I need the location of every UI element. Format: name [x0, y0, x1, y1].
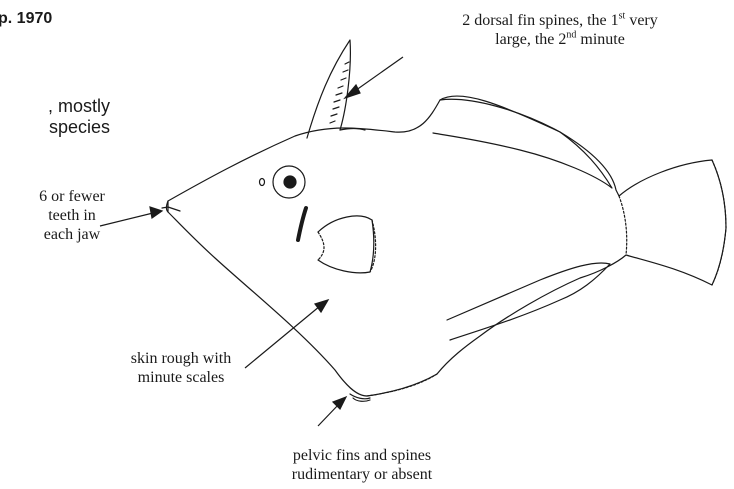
caudal-fin-edge [712, 160, 726, 285]
skin-label: skin rough with minute scales [100, 349, 262, 387]
nostril [260, 179, 265, 186]
dorsal-label-line2-text: large, the 2 [495, 31, 566, 48]
pectoral-fin-base [318, 232, 324, 260]
dorsal-label-line1-tail: very [625, 12, 657, 29]
second-dorsal-fin [433, 99, 612, 188]
dorsal-spine-serration [330, 62, 349, 123]
pelvic-label-line2: rudimentary or absent [262, 465, 462, 484]
pelvic-label-line1: pelvic fins and spines [262, 446, 462, 465]
skin-label-line2: minute scales [100, 368, 262, 387]
dorsal-label-line2-tail: minute [576, 31, 624, 48]
pectoral-fin [318, 216, 374, 273]
dorsal-spine-membrane [340, 129, 365, 131]
dorsal-label-line2: large, the 2nd minute [390, 30, 730, 49]
gill-slit [298, 208, 306, 240]
teeth-label-line3: each jaw [18, 225, 126, 244]
teeth-label-line1: 6 or fewer [18, 187, 126, 206]
dorsal-label-line1-text: 2 dorsal fin spines, the 1 [462, 12, 618, 29]
pelvic-label: pelvic fins and spines rudimentary or ab… [262, 446, 462, 484]
caudal-peduncle-line [619, 196, 627, 255]
teeth-label: 6 or fewer teeth in each jaw [18, 187, 126, 244]
dorsal-spines-label: 2 dorsal fin spines, the 1st very large,… [390, 11, 730, 49]
dorsal-arrow-line [352, 57, 403, 93]
skin-label-line1: skin rough with [100, 349, 262, 368]
teeth-arrow-head [150, 207, 162, 218]
dorsal-label-line2-sup: nd [566, 30, 576, 41]
skin-arrow-head [315, 300, 328, 312]
anal-fin [447, 263, 610, 340]
belly-dotted-line [367, 374, 437, 396]
eye-pupil [284, 176, 296, 188]
dorsal-label-line1: 2 dorsal fin spines, the 1st very [390, 11, 730, 30]
teeth-label-line2: teeth in [18, 206, 126, 225]
dorsal-spine-first [307, 40, 350, 138]
fish-mouth [162, 201, 180, 212]
pelvic-arrow-head [333, 397, 346, 409]
pelvic-rudiment [350, 394, 370, 401]
